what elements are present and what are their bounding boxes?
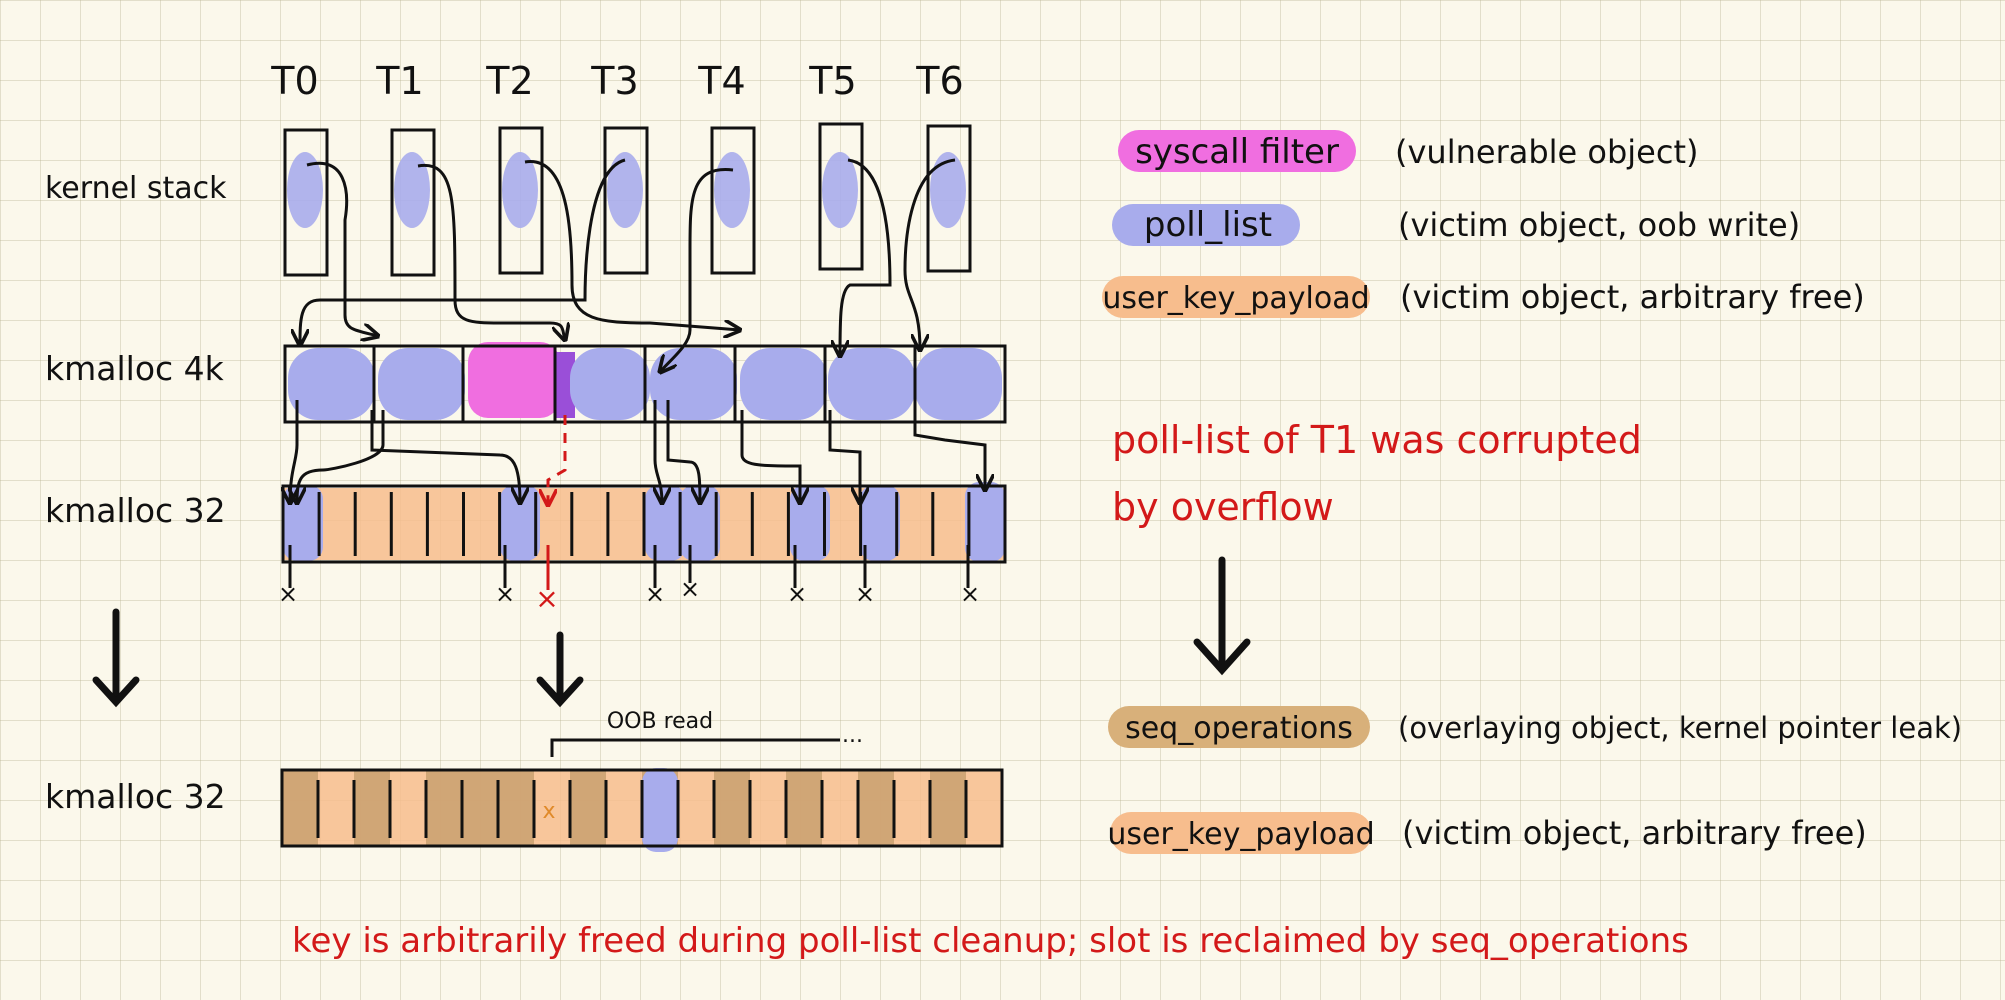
seq-operations-slot bbox=[462, 770, 498, 846]
legend-name-seq-operations: seq_operations bbox=[1125, 711, 1353, 746]
thread-label-t3: T3 bbox=[590, 59, 638, 103]
row-label-kmalloc-32-bottom: kmalloc 32 bbox=[45, 777, 226, 816]
legend-desc-user-key-payload: (victim object, arbitrary free) bbox=[1400, 278, 1865, 316]
legend-item-user-key-payload: user_key_payload (victim object, arbitra… bbox=[1102, 276, 1865, 318]
bottom-caption: key is arbitrarily freed during poll-lis… bbox=[292, 921, 1689, 961]
legend-bottom: seq_operations (overlaying object, kerne… bbox=[1107, 706, 1962, 854]
legend-desc-syscall-filter: (vulnerable object) bbox=[1395, 133, 1698, 171]
svg-text:×: × bbox=[960, 580, 980, 608]
row-labels: kernel stack kmalloc 4k kmalloc 32 kmall… bbox=[45, 171, 227, 816]
kernel-stack-t4 bbox=[710, 126, 756, 275]
kmalloc-32-slab-bottom: x bbox=[280, 768, 1004, 852]
pointer-arrows-stack-to-4k bbox=[300, 158, 956, 372]
seq-operations-slot bbox=[426, 770, 462, 846]
seq-operations-slot bbox=[930, 770, 966, 846]
corrupted-free-mark: × bbox=[535, 582, 558, 615]
legend-name-syscall-filter: syscall filter bbox=[1135, 132, 1339, 172]
svg-text:×: × bbox=[645, 580, 665, 608]
svg-text:×: × bbox=[278, 580, 298, 608]
legend-item-syscall-filter: syscall filter (vulnerable object) bbox=[1118, 130, 1698, 172]
kernel-stack-t3 bbox=[603, 126, 649, 275]
seq-operations-slot bbox=[498, 770, 534, 846]
seq-operations-slot bbox=[858, 770, 894, 846]
syscall-filter-object bbox=[468, 342, 560, 418]
seq-operations-slot bbox=[786, 770, 822, 846]
kmalloc-4k-slab bbox=[283, 342, 1007, 424]
seq-operations-slot bbox=[282, 770, 318, 846]
svg-text:×: × bbox=[787, 580, 807, 608]
legend-desc-user-key-payload-2: (victim object, arbitrary free) bbox=[1402, 814, 1867, 852]
corruption-note: poll-list of T1 was corrupted by overflo… bbox=[1112, 418, 1642, 529]
seq-operations-slot bbox=[570, 770, 606, 846]
thread-label-t0: T0 bbox=[270, 59, 318, 103]
seq-operations-slot bbox=[714, 770, 750, 846]
pointer-arrows-4k-to-32 bbox=[290, 400, 985, 503]
kernel-stack-t2 bbox=[498, 126, 544, 275]
legend-item-seq-operations: seq_operations (overlaying object, kerne… bbox=[1108, 706, 1962, 748]
kernel-stack-t6 bbox=[926, 124, 972, 273]
oob-read-dots: ... bbox=[842, 723, 863, 748]
row-label-kmalloc-4k: kmalloc 4k bbox=[45, 349, 225, 388]
flow-arrow-middle bbox=[536, 631, 584, 708]
thread-label-t4: T4 bbox=[697, 59, 745, 103]
legend-item-poll-list: poll_list (victim object, oob write) bbox=[1112, 204, 1800, 246]
kernel-stack-t5 bbox=[818, 122, 864, 271]
row-label-kernel-stack: kernel stack bbox=[45, 171, 227, 206]
oob-read-label: OOB read bbox=[607, 709, 713, 734]
legend-desc-poll-list: (victim object, oob write) bbox=[1398, 206, 1800, 244]
seq-operations-slot bbox=[354, 770, 390, 846]
kernel-stack-t0 bbox=[283, 128, 329, 277]
oob-read-annotation: ... OOB read bbox=[550, 709, 863, 757]
flow-arrow-left bbox=[92, 608, 140, 708]
freed-slot-mark: x bbox=[542, 799, 555, 824]
legend-top: syscall filter (vulnerable object) poll_… bbox=[1102, 130, 1865, 318]
kmalloc-32-slab-top bbox=[281, 482, 1007, 564]
thread-label-t2: T2 bbox=[485, 59, 533, 103]
legend-item-user-key-payload-2: user_key_payload (victim object, arbitra… bbox=[1107, 812, 1867, 854]
thread-label-t6: T6 bbox=[915, 59, 963, 103]
legend-name-user-key-payload: user_key_payload bbox=[1102, 281, 1369, 316]
kernel-stack-row bbox=[283, 122, 972, 277]
thread-label-t1: T1 bbox=[375, 59, 423, 103]
row-label-kmalloc-32-top: kmalloc 32 bbox=[45, 491, 226, 530]
legend-name-poll-list: poll_list bbox=[1144, 205, 1272, 245]
svg-text:×: × bbox=[680, 575, 700, 603]
flow-arrow-right bbox=[1193, 556, 1251, 676]
corruption-note-line1: poll-list of T1 was corrupted bbox=[1112, 418, 1642, 462]
svg-text:×: × bbox=[495, 580, 515, 608]
corruption-note-line2: by overflow bbox=[1112, 485, 1334, 529]
kernel-stack-t1 bbox=[390, 128, 436, 277]
thread-labels: T0 T1 T2 T3 T4 T5 T6 bbox=[270, 59, 963, 103]
thread-label-t5: T5 bbox=[808, 59, 856, 103]
corrupted-pointer: × bbox=[535, 415, 567, 615]
svg-text:×: × bbox=[855, 580, 875, 608]
legend-desc-seq-operations: (overlaying object, kernel pointer leak) bbox=[1398, 711, 1962, 745]
legend-name-user-key-payload-2: user_key_payload bbox=[1107, 817, 1374, 852]
flow-arrows bbox=[92, 556, 1251, 708]
free-marks: × × × × × × × bbox=[278, 545, 980, 608]
slot-dividers bbox=[316, 780, 968, 838]
